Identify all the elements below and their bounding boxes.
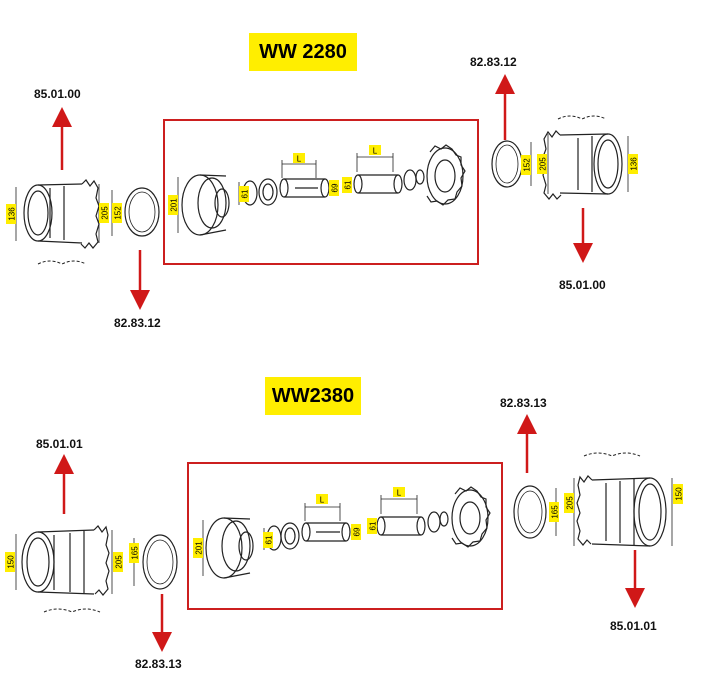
dim-top-hub-left-a: 136 <box>6 204 17 224</box>
dim-top-ring-small: 61 <box>239 186 250 202</box>
code-top-left-hub: 85.01.00 <box>34 87 81 101</box>
svg-text:165: 165 <box>551 505 560 519</box>
assembly-frame-bottom <box>187 462 503 610</box>
chain-bottom-left <box>43 608 101 613</box>
sprocket-bottom <box>451 486 491 548</box>
flange-top <box>181 174 230 236</box>
svg-text:152: 152 <box>114 206 123 220</box>
svg-text:205: 205 <box>115 555 124 569</box>
dim-bottom-shaft2-length: L <box>393 487 405 498</box>
svg-text:61: 61 <box>265 535 274 544</box>
dim-bottom-hub-left-b: 205 <box>113 552 124 572</box>
svg-text:69: 69 <box>353 527 362 536</box>
dim-top-flange: 201 <box>168 195 179 215</box>
svg-text:L: L <box>397 489 402 498</box>
hub-left-top <box>23 179 100 249</box>
code-bottom-left-ring: 82.83.13 <box>135 657 182 671</box>
code-top-right-ring: 82.83.12 <box>470 55 517 69</box>
dim-top-ring-right: 152 <box>521 155 532 175</box>
code-top-right-hub: 85.01.00 <box>559 278 606 292</box>
assembly-frame-top <box>163 119 479 265</box>
shaft-bottom <box>301 522 351 542</box>
chain-top-left <box>37 260 87 265</box>
dim-top-shaft-end: 69 <box>329 180 340 196</box>
svg-text:61: 61 <box>241 189 250 198</box>
dim-bottom-ring-right: 165 <box>549 502 560 522</box>
svg-text:201: 201 <box>170 198 179 212</box>
dim-bottom-hub-right-a: 150 <box>673 484 684 504</box>
dim-bottom-shaft-length: L <box>316 494 328 505</box>
dim-top-shaft2-length: L <box>369 145 381 156</box>
dim-top-shaft-length: L <box>293 153 305 164</box>
svg-text:L: L <box>297 155 302 164</box>
dim-top-ring-left: 152 <box>112 203 123 223</box>
dim-top-shaft2-start: 61 <box>342 177 353 193</box>
flange-bottom <box>205 517 254 579</box>
ring-left-top <box>124 187 160 237</box>
ring-left-bottom <box>142 534 178 590</box>
ring-right-bottom <box>513 485 547 539</box>
hub-right-top <box>542 130 623 200</box>
dim-bottom-ring-left: 165 <box>129 543 140 563</box>
code-top-left-ring: 82.83.12 <box>114 316 161 330</box>
svg-text:L: L <box>373 147 378 156</box>
svg-text:150: 150 <box>675 487 684 501</box>
small-ring2-bottom <box>427 511 449 533</box>
dim-bottom-ring-small: 61 <box>263 532 274 548</box>
shaft-top <box>279 178 330 198</box>
small-ring2-top <box>403 169 425 191</box>
dim-bottom-hub-left-a: 150 <box>5 552 16 572</box>
dim-top-hub-right-a: 136 <box>628 154 639 174</box>
svg-text:136: 136 <box>630 157 639 171</box>
code-bottom-right-hub: 85.01.01 <box>610 619 657 633</box>
model-title-top: WW 2280 <box>249 33 357 71</box>
shaft2-bottom <box>376 516 426 536</box>
code-bottom-left-hub: 85.01.01 <box>36 437 83 451</box>
svg-text:136: 136 <box>8 207 17 221</box>
dim-bottom-hub-right-b: 205 <box>564 493 575 513</box>
svg-text:61: 61 <box>344 180 353 189</box>
svg-text:165: 165 <box>131 546 140 560</box>
shaft2-top <box>353 174 403 194</box>
dim-top-hub-left-b: 205 <box>99 203 110 223</box>
svg-text:205: 205 <box>539 157 548 171</box>
hub-left-bottom <box>21 525 110 596</box>
hub-right-bottom <box>576 475 667 547</box>
svg-text:205: 205 <box>101 206 110 220</box>
dim-top-hub-right-b: 205 <box>537 154 548 174</box>
svg-text:205: 205 <box>566 496 575 510</box>
svg-text:152: 152 <box>523 158 532 172</box>
dim-bottom-shaft-end: 69 <box>351 524 362 540</box>
svg-text:61: 61 <box>369 521 378 530</box>
dim-bottom-flange: 201 <box>193 538 204 558</box>
svg-text:L: L <box>320 496 325 505</box>
chain-top-right <box>557 115 607 120</box>
code-bottom-right-ring: 82.83.13 <box>500 396 547 410</box>
chain-bottom-right <box>583 452 641 457</box>
ring-right-top <box>491 140 523 188</box>
svg-text:201: 201 <box>195 541 204 555</box>
svg-text:150: 150 <box>7 555 16 569</box>
sprocket-top <box>426 144 466 206</box>
svg-text:69: 69 <box>331 183 340 192</box>
model-title-bottom: WW2380 <box>265 377 361 415</box>
dim-bottom-shaft2-start: 61 <box>367 518 378 534</box>
